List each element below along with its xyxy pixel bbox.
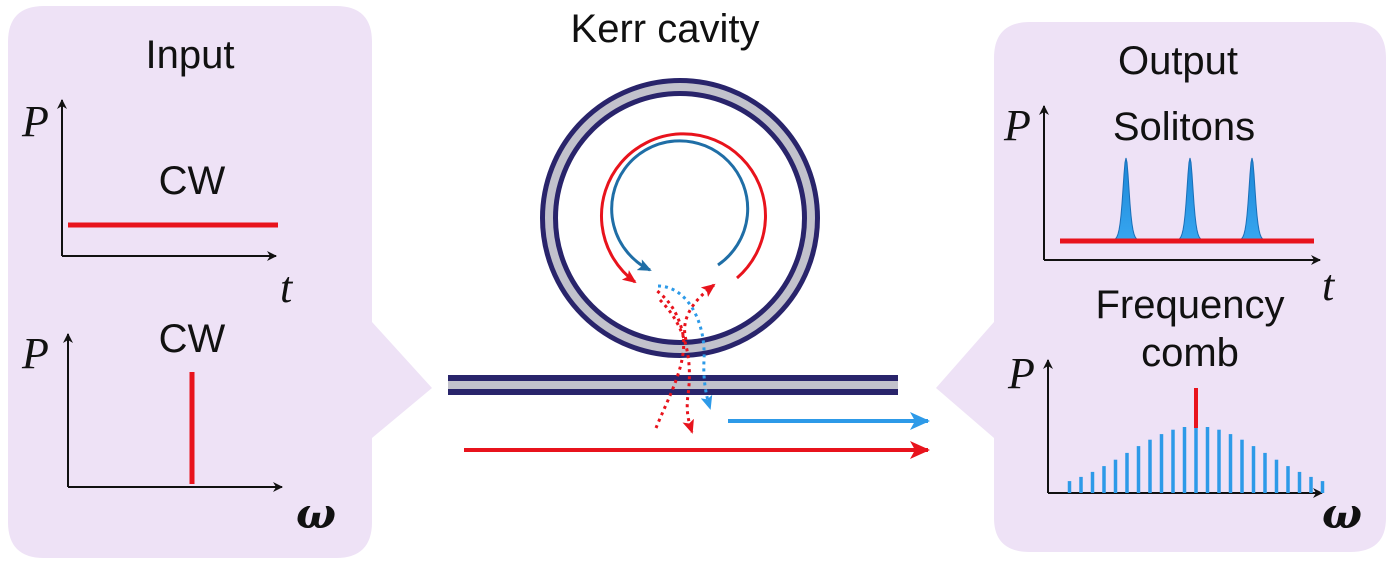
input-panel-title: Input: [146, 33, 235, 77]
output-time-signal-label: Solitons: [1113, 105, 1255, 149]
output-time-x-label: t: [1322, 261, 1336, 310]
input-freq-plot: P ω CW: [21, 317, 336, 538]
ring-resonator-core: [545, 83, 815, 353]
coupling-red-dotted-out: [658, 298, 694, 434]
ring-circulating-red-arrow: [600, 132, 767, 284]
kerr-cavity-title: Kerr cavity: [571, 7, 760, 51]
output-time-y-label: P: [1003, 101, 1031, 150]
coupling-blue-dotted-out: [657, 284, 713, 410]
input-time-plot: P t CW: [21, 97, 294, 312]
output-freq-x-label: ω: [1322, 489, 1362, 538]
frequency-comb-lines: [1067, 426, 1325, 493]
input-time-y-label: P: [21, 97, 49, 146]
coupling-red-dotted-in: [654, 288, 686, 429]
ring-circulating-blue-arrow: [610, 139, 750, 272]
output-freq-signal-label-line1: Frequency: [1096, 283, 1285, 327]
output-panel: Output P t Solitons P ω Frequency comb: [936, 22, 1386, 552]
output-panel-title: Output: [1118, 39, 1238, 83]
soliton-peaks: [1096, 157, 1282, 242]
input-panel: Input P t CW P ω CW: [8, 6, 432, 558]
input-time-x-label: t: [280, 263, 294, 312]
input-time-signal-label: CW: [159, 159, 226, 203]
input-freq-signal-label: CW: [159, 317, 226, 361]
coupling-red-dotted-up: [683, 283, 716, 341]
output-freq-signal-label-line2: comb: [1141, 331, 1239, 375]
output-time-plot: P t Solitons: [1003, 101, 1336, 310]
kerr-cavity: Kerr cavity: [448, 7, 930, 459]
output-freq-plot: P ω Frequency comb: [1007, 283, 1362, 538]
output-freq-y-label: P: [1007, 349, 1035, 398]
input-panel-background: [8, 6, 432, 558]
input-freq-x-label: ω: [296, 489, 336, 538]
input-freq-y-label: P: [21, 329, 49, 378]
